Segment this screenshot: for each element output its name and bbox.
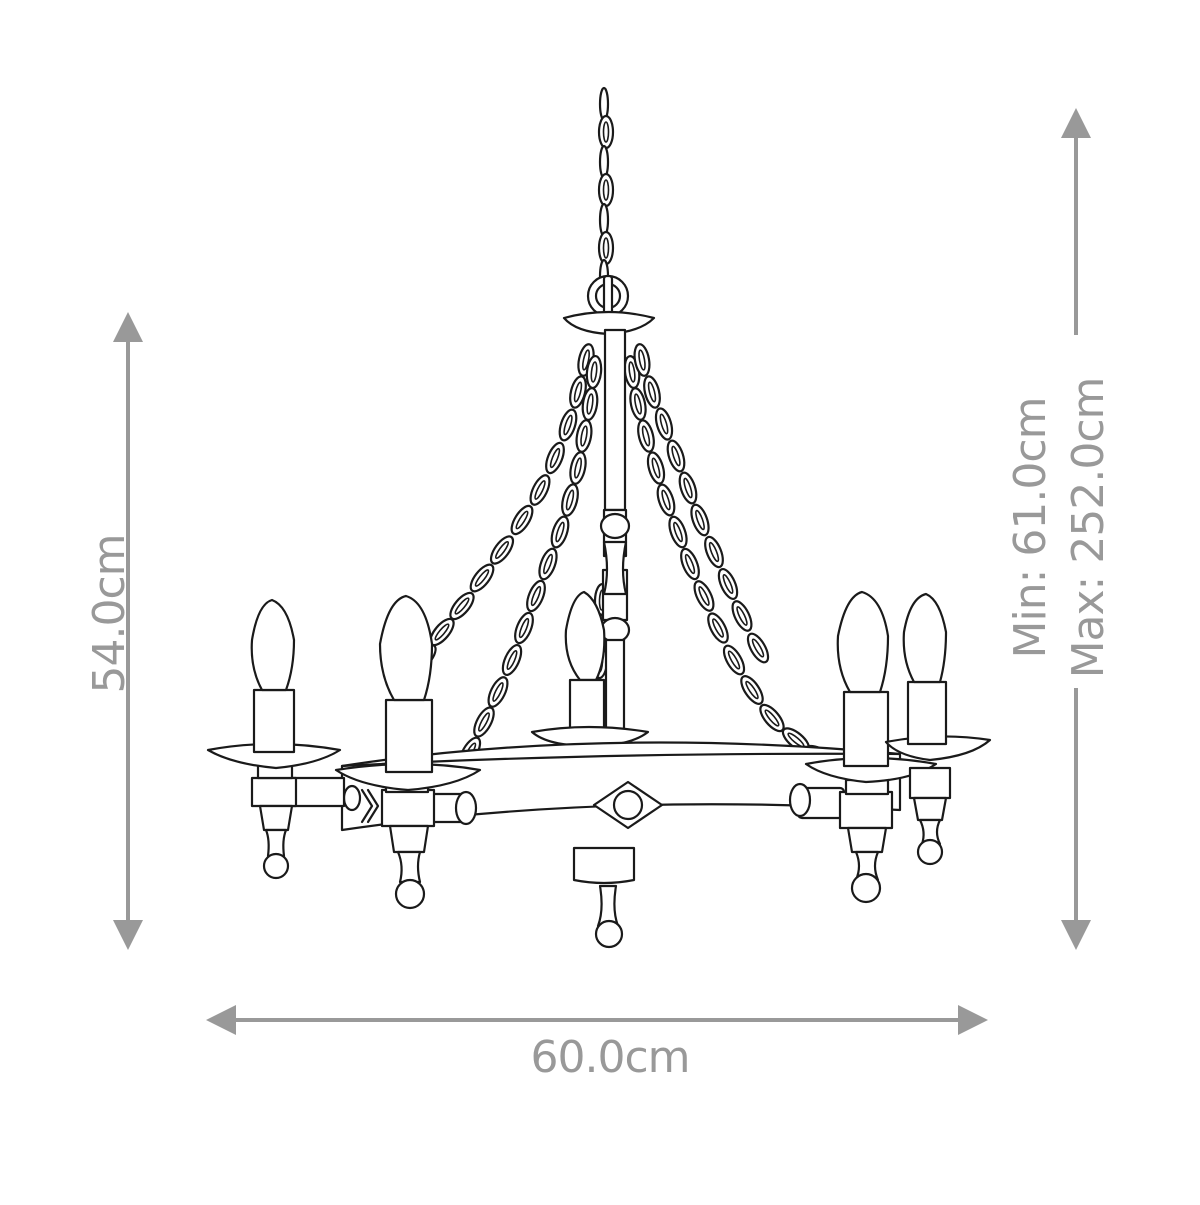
- top-chain: [597, 86, 615, 294]
- corona-ring: [340, 741, 902, 832]
- width-dimension-arrow: [206, 1005, 988, 1035]
- candle-arm-far-left: [206, 598, 346, 880]
- drop-dimension-arrow: [1061, 108, 1091, 950]
- drop-dimension-label: Min: 61.0cm Max: 252.0cm: [1002, 348, 1118, 708]
- center-finial: [572, 846, 636, 949]
- height-dimension-arrow: [113, 312, 143, 950]
- width-dimension-label: 60.0cm: [530, 1032, 690, 1083]
- drop-max-label: Max: 252.0cm: [1063, 377, 1114, 679]
- candle-arm-back-center: [530, 590, 650, 748]
- candle-arm-front-left: [334, 594, 482, 910]
- central-stem: [599, 328, 631, 782]
- top-plate: [562, 310, 656, 336]
- suspension-chain-right-outer: [631, 341, 774, 667]
- height-dimension-label: 54.0cm: [84, 534, 135, 694]
- chandelier: [206, 86, 992, 949]
- candle-arm-far-right: [884, 592, 992, 866]
- candle-arm-front-right: [788, 590, 938, 904]
- drop-min-label: Min: 61.0cm: [1005, 397, 1056, 659]
